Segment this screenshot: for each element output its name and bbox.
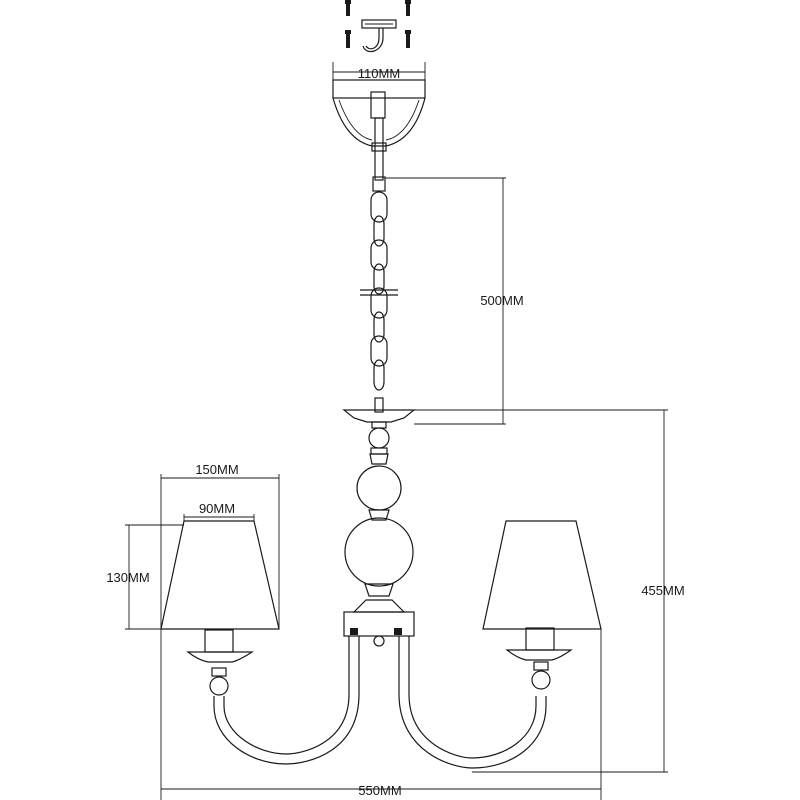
mounting-bracket xyxy=(361,19,397,29)
right-arm-ball xyxy=(531,670,551,690)
large-ball xyxy=(344,517,414,587)
chain-length-label: 500MM xyxy=(480,293,523,308)
left-arm xyxy=(186,629,360,765)
down-rod xyxy=(371,117,387,192)
shade-bottom-width-dimension: 150MM xyxy=(160,462,280,629)
mounting-hardware xyxy=(345,0,411,53)
body-height-label: 455MM xyxy=(641,583,684,598)
chain-link xyxy=(370,191,388,223)
mounting-screw xyxy=(345,30,351,48)
left-candle-sleeve xyxy=(204,629,234,653)
chain-length-dimension: 500MM xyxy=(385,177,524,425)
body-top-plate xyxy=(342,397,416,423)
chain-clip xyxy=(360,289,398,296)
overall-width-label: 550MM xyxy=(358,783,401,798)
medium-ball xyxy=(356,465,402,511)
chain-link xyxy=(373,215,385,247)
chain-link xyxy=(370,335,388,367)
canopy-width-dimension: 110MM xyxy=(332,62,426,81)
canopy-width-label: 110MM xyxy=(358,66,400,81)
left-arm-ball xyxy=(209,676,229,696)
left-lamp-shade xyxy=(160,520,280,630)
ceiling-canopy xyxy=(332,79,426,147)
shade-top-width-label: 90MM xyxy=(199,501,235,516)
arm-hub xyxy=(343,611,415,647)
chain-link xyxy=(370,239,388,271)
shade-top-width-dimension: 90MM xyxy=(183,501,255,521)
mounting-screw xyxy=(345,0,351,16)
right-lamp-shade xyxy=(482,520,602,630)
central-column xyxy=(344,421,414,613)
overall-width-dimension: 550MM xyxy=(160,629,602,800)
shade-height-dimension: 130MM xyxy=(106,524,184,630)
shade-height-label: 130MM xyxy=(106,570,149,585)
chain-link xyxy=(373,359,385,391)
chain-link xyxy=(373,263,385,295)
right-drip-cup xyxy=(505,649,573,661)
chain-link xyxy=(373,311,385,343)
mounting-screw xyxy=(405,30,411,48)
small-ball xyxy=(368,427,390,449)
chain-link xyxy=(370,287,388,319)
body-height-dimension: 455MM xyxy=(414,409,685,773)
left-drip-cup xyxy=(186,651,254,663)
shade-bottom-width-label: 150MM xyxy=(195,462,238,477)
right-candle-sleeve xyxy=(525,627,555,651)
chain xyxy=(370,191,388,391)
mounting-screw xyxy=(405,0,411,16)
ceiling-hook xyxy=(362,28,384,53)
right-arm xyxy=(398,627,573,769)
